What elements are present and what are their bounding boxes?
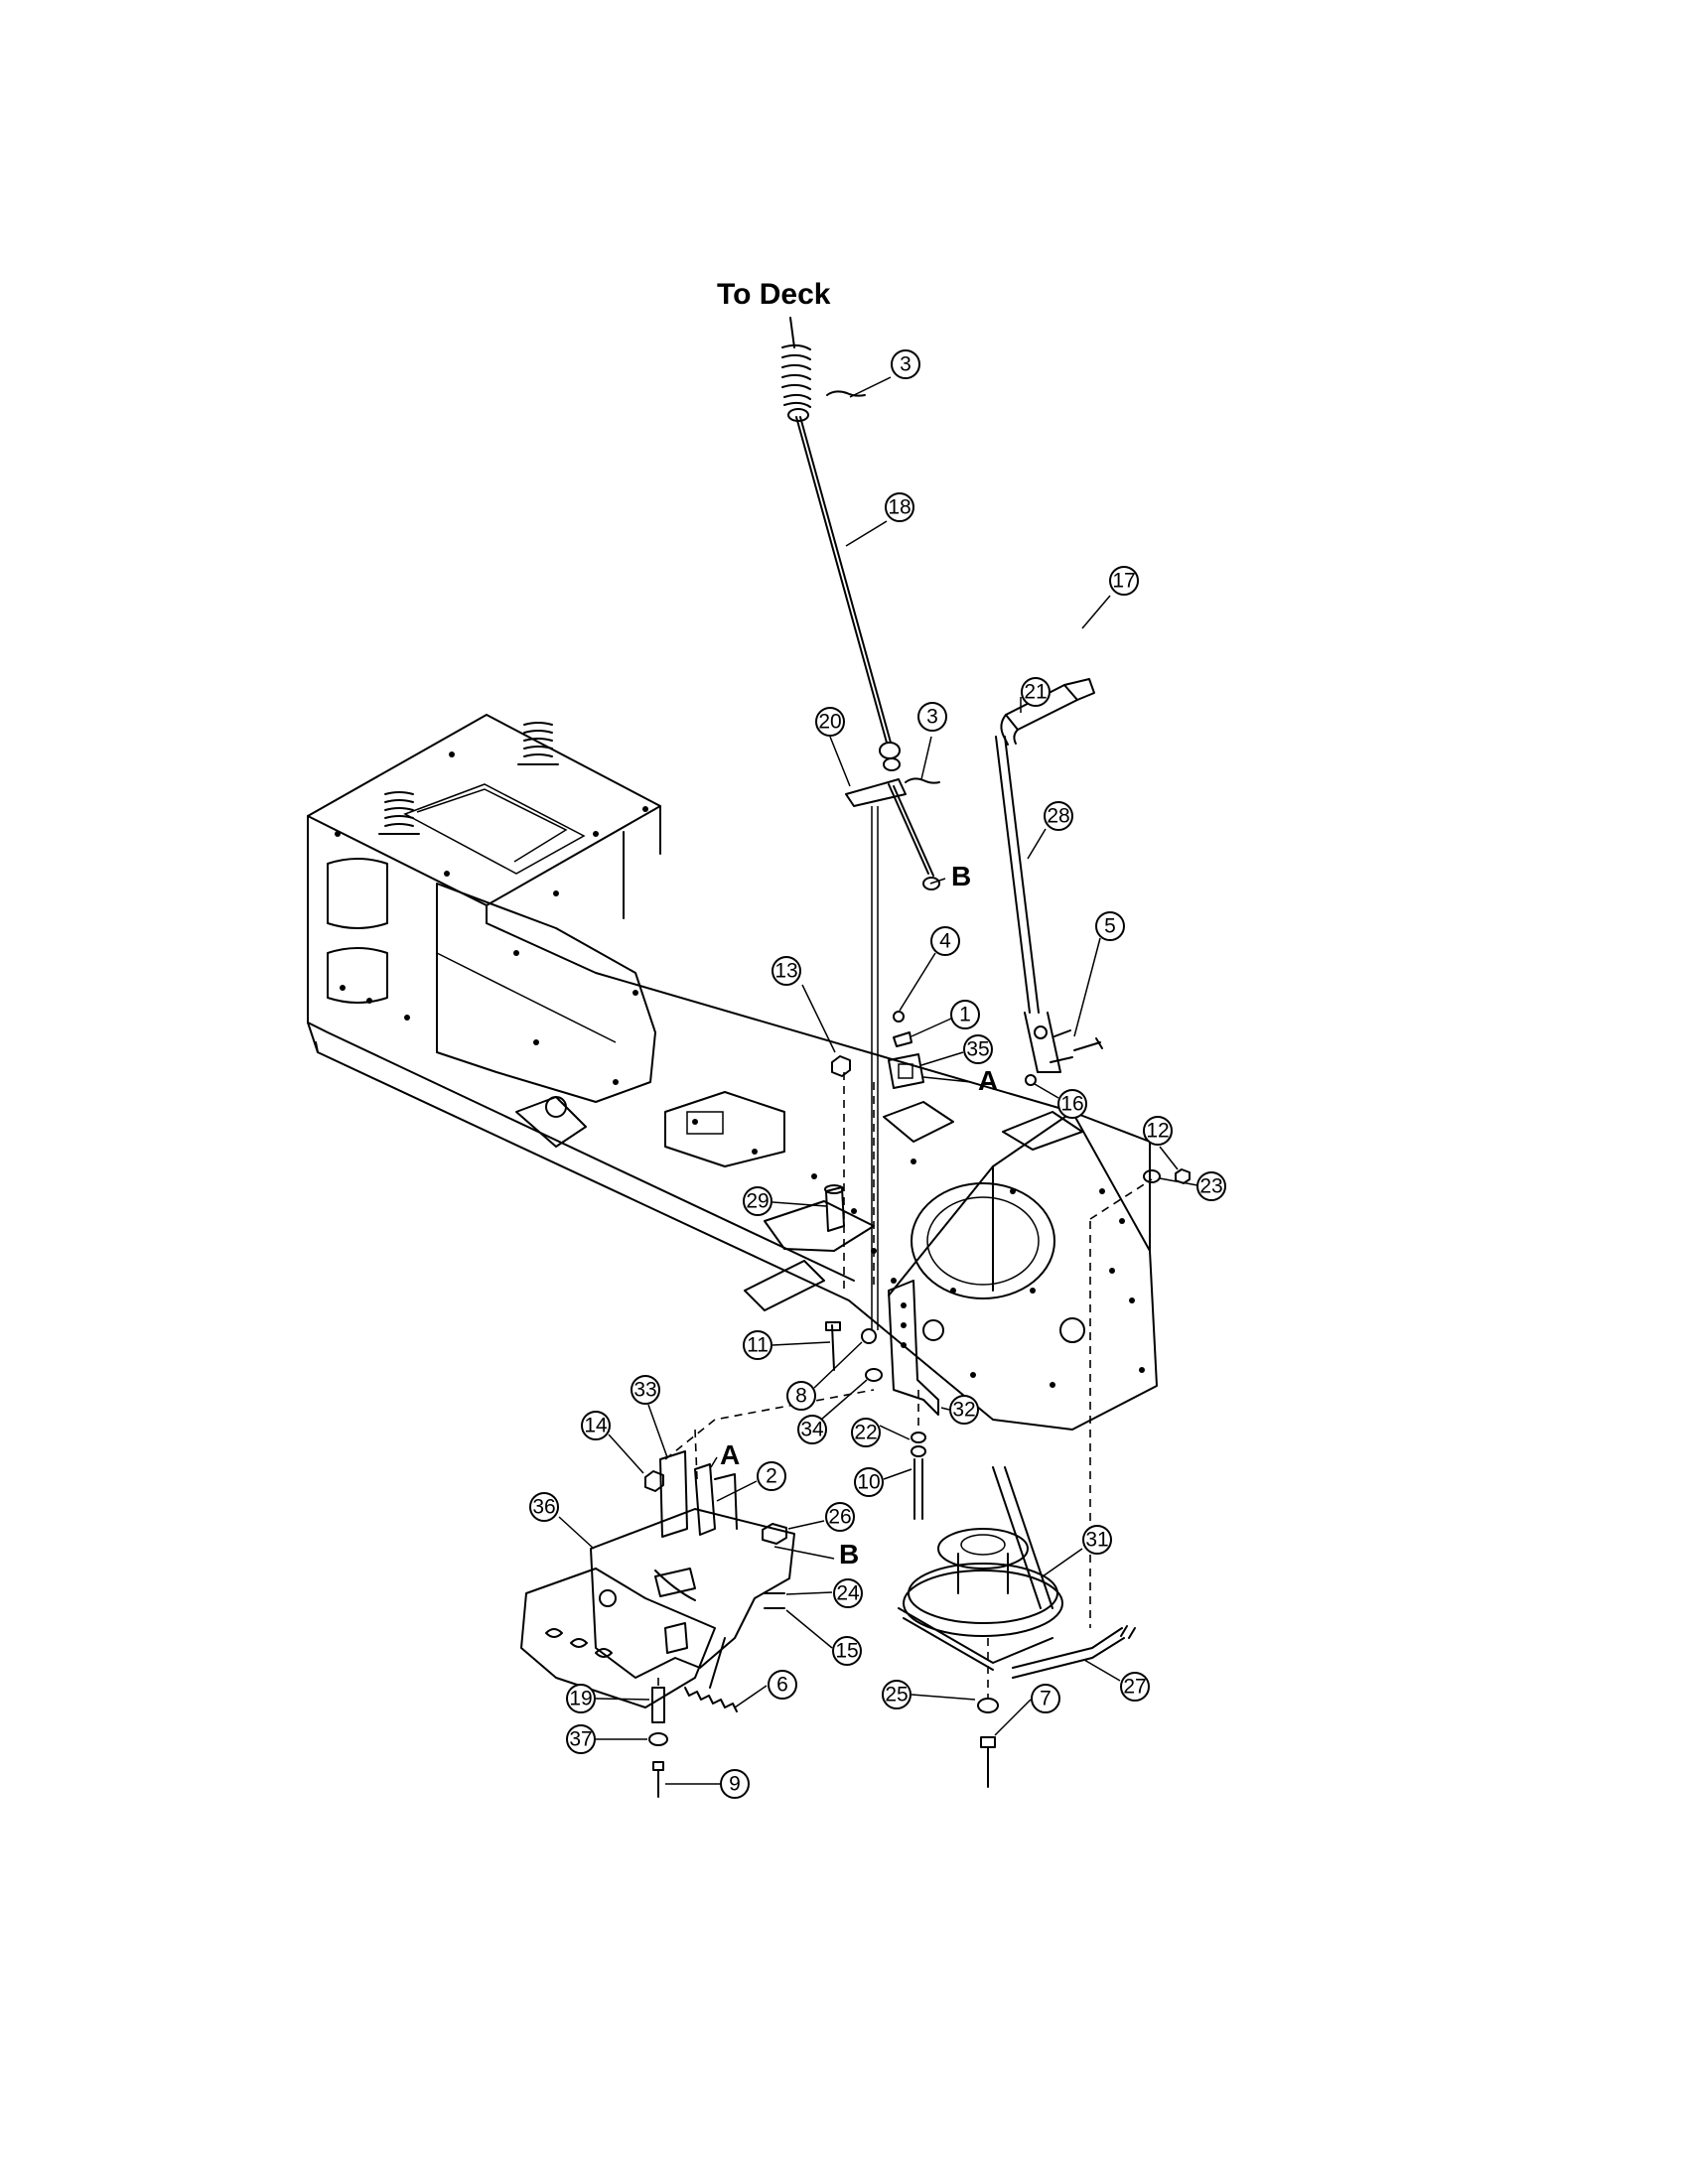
callout-28: 28 [1027, 801, 1073, 860]
small-hardware [644, 390, 1191, 1798]
callout-21: 21 [1020, 677, 1051, 713]
callout-5: 5 [1073, 911, 1125, 1037]
callout-12: 12 [1143, 1116, 1179, 1170]
callout-16: 16 [1034, 1083, 1087, 1119]
callout-6: 6 [734, 1670, 797, 1708]
callout-1: 1 [911, 1000, 980, 1037]
callout-26: 26 [787, 1502, 855, 1532]
svg-text:20: 20 [818, 711, 841, 734]
svg-text:3: 3 [900, 353, 912, 376]
svg-text:34: 34 [800, 1419, 824, 1441]
svg-text:23: 23 [1199, 1175, 1222, 1198]
svg-text:18: 18 [888, 496, 911, 519]
svg-text:35: 35 [966, 1038, 989, 1061]
callout-20: 20 [815, 707, 851, 787]
svg-text:2: 2 [766, 1465, 777, 1488]
callout-10: 10 [854, 1467, 912, 1497]
svg-text:15: 15 [835, 1640, 858, 1663]
callout-9: 9 [665, 1769, 750, 1799]
svg-text:24: 24 [836, 1582, 860, 1605]
svg-text:28: 28 [1047, 805, 1069, 828]
svg-text:14: 14 [584, 1415, 608, 1437]
svg-text:9: 9 [729, 1773, 741, 1796]
callout-29: 29 [743, 1186, 827, 1216]
lift-arm [845, 778, 940, 1330]
lift-bracket-assembly [520, 1450, 795, 1712]
callout-11: 11 [743, 1330, 831, 1360]
callout-25: 25 [882, 1680, 976, 1709]
callout-2: 2 [716, 1461, 786, 1502]
callout-33: 33 [631, 1375, 668, 1458]
svg-text:26: 26 [828, 1506, 851, 1529]
lift-handle [995, 678, 1095, 1073]
svg-text:12: 12 [1146, 1120, 1169, 1143]
svg-text:36: 36 [532, 1496, 555, 1519]
callout-19: 19 [566, 1684, 650, 1713]
callout-15: 15 [785, 1609, 862, 1666]
callout-36: 36 [529, 1492, 595, 1550]
svg-text:8: 8 [795, 1385, 807, 1408]
reference-letter-b-upper: B [951, 861, 971, 891]
svg-text:25: 25 [885, 1684, 908, 1706]
lift-link [1012, 1625, 1136, 1679]
svg-text:37: 37 [569, 1728, 592, 1751]
reference-letter-b-lower: B [839, 1539, 859, 1570]
callout-17: 17 [1081, 566, 1139, 629]
svg-text:29: 29 [746, 1190, 769, 1213]
reference-letter-a-lower: A [720, 1439, 740, 1470]
callout-18: 18 [845, 492, 914, 547]
svg-text:17: 17 [1112, 570, 1135, 593]
assembly-lines [657, 1072, 1153, 1698]
svg-text:13: 13 [774, 960, 797, 983]
callout-8: 8 [786, 1341, 863, 1411]
callout-22: 22 [851, 1418, 911, 1447]
callout-37: 37 [566, 1724, 647, 1754]
callout-3-lower: 3 [917, 702, 947, 780]
svg-text:11: 11 [747, 1334, 769, 1357]
callout-13: 13 [772, 956, 836, 1053]
callout-24: 24 [785, 1578, 863, 1608]
svg-text:1: 1 [959, 1004, 971, 1026]
deck-lift-rod [781, 317, 901, 771]
svg-text:22: 22 [854, 1422, 877, 1444]
idler-pulley [898, 1466, 1063, 1788]
callout-31: 31 [1042, 1525, 1112, 1577]
callout-34: 34 [797, 1379, 868, 1444]
svg-text:10: 10 [857, 1471, 880, 1494]
callout-14: 14 [581, 1411, 644, 1474]
to-deck-label: To Deck [717, 278, 831, 311]
callout-7: 7 [994, 1684, 1060, 1736]
svg-text:19: 19 [569, 1688, 592, 1710]
callout-3-top: 3 [849, 349, 920, 398]
svg-text:6: 6 [776, 1674, 788, 1697]
svg-text:21: 21 [1024, 681, 1047, 704]
callout-23: 23 [1159, 1171, 1226, 1201]
svg-text:31: 31 [1085, 1529, 1108, 1552]
svg-text:32: 32 [952, 1399, 975, 1422]
svg-text:16: 16 [1060, 1093, 1083, 1116]
reference-letter-a-upper: A [978, 1065, 998, 1096]
svg-text:4: 4 [939, 930, 951, 953]
svg-text:5: 5 [1104, 915, 1116, 938]
svg-text:33: 33 [633, 1379, 656, 1402]
svg-text:3: 3 [926, 706, 938, 729]
callout-35: 35 [920, 1034, 993, 1066]
tractor-frame [307, 714, 1158, 1431]
callout-32: 32 [940, 1395, 979, 1425]
callout-4: 4 [899, 926, 960, 1012]
callout-27: 27 [1083, 1659, 1150, 1702]
svg-text:7: 7 [1040, 1688, 1052, 1710]
svg-text:27: 27 [1123, 1676, 1146, 1699]
